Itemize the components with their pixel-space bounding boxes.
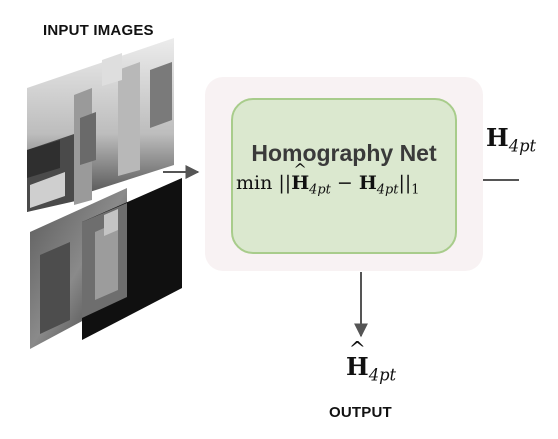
- input-images-label: INPUT IMAGES: [43, 22, 154, 39]
- input-image-warped: [30, 178, 182, 349]
- norm-subscript: 1: [411, 182, 420, 198]
- predicted-output-label: ^H4pt: [346, 337, 397, 385]
- predicted-h: ^H: [291, 160, 310, 194]
- hat-mark: ^: [293, 160, 307, 180]
- ground-truth-h: H: [358, 172, 377, 194]
- predicted-subscript: 4pt: [309, 182, 331, 198]
- min-operator: min: [236, 172, 273, 194]
- homography-net-title: Homography Net: [251, 140, 437, 166]
- loss-formula: min ||^H4pt − H4pt||1: [236, 160, 420, 198]
- norm-close: ||: [398, 172, 412, 194]
- minus-sign: −: [336, 172, 353, 194]
- output-label: OUTPUT: [329, 404, 392, 421]
- ground-truth-label: H4pt: [486, 123, 537, 156]
- homography-net-box: [231, 98, 457, 254]
- input-image-street: [27, 38, 174, 212]
- ground-truth-subscript: 4pt: [376, 182, 399, 198]
- norm-open: ||: [278, 172, 292, 194]
